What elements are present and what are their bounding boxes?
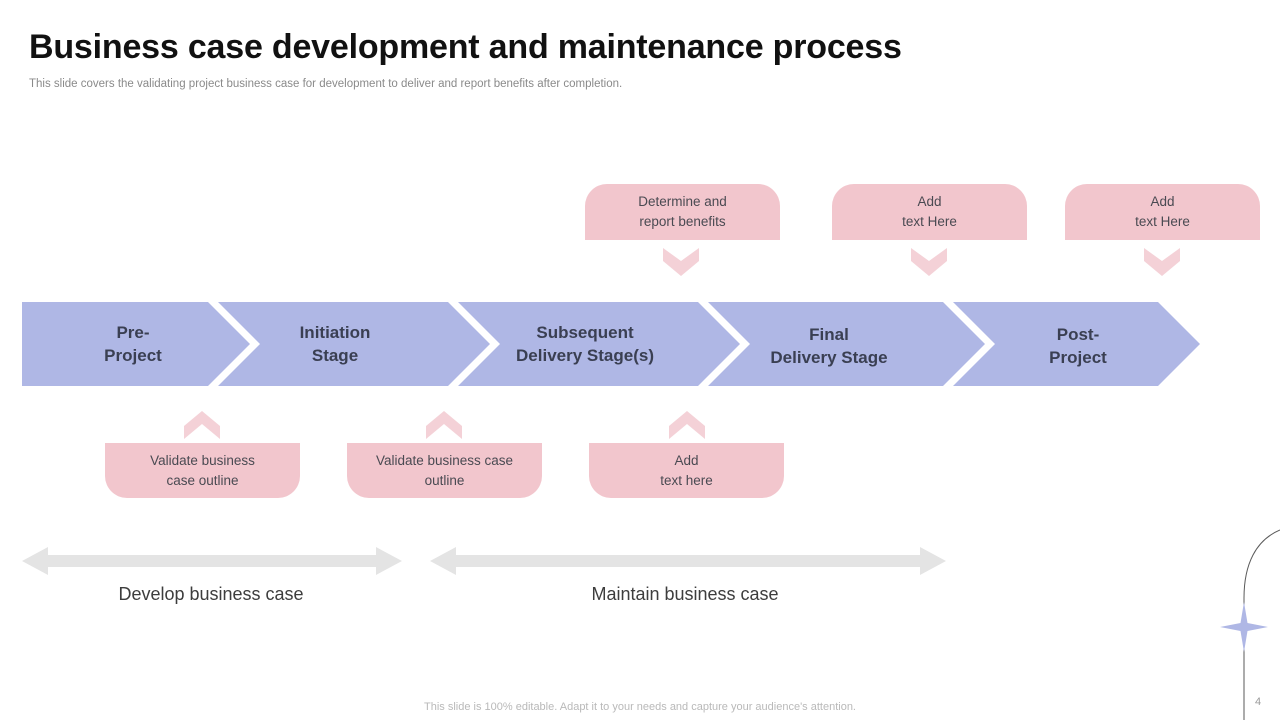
down-chevron-icon-2 — [911, 248, 947, 278]
stage-label-3-line2: Delivery Stage(s) — [516, 346, 654, 365]
up-chevron-icon-1 — [184, 409, 220, 439]
down-chevron-icon-3 — [1144, 248, 1180, 278]
stage-shape-1 — [22, 302, 250, 386]
phase-label-develop: Develop business case — [118, 584, 304, 604]
stage-label-2-line1: Initiation — [299, 323, 371, 342]
stage-shape-5 — [953, 302, 1200, 386]
process-stage-band — [22, 302, 1200, 386]
corner-decoration — [1200, 520, 1280, 720]
page-subtitle: This slide covers the validating project… — [29, 78, 623, 90]
bottom-callout-3-line1: Add — [674, 452, 699, 468]
stage-shape-3 — [458, 302, 740, 386]
stage-label-5: Post- Project — [1049, 323, 1107, 369]
top-callout-1-line2: report benefits — [639, 214, 726, 229]
up-chevron-icon-2 — [426, 409, 462, 439]
page-number: 4 — [1255, 696, 1262, 708]
top-callout-2-line2: text Here — [902, 214, 957, 229]
stage-shape-2 — [218, 302, 490, 386]
stage-label-4-line2: Delivery Stage — [770, 348, 888, 367]
top-callout-3[interactable]: Add text Here — [1065, 184, 1260, 240]
up-chevron-icon-3 — [669, 409, 705, 439]
bottom-callout-1-line2: case outline — [166, 472, 239, 488]
bottom-callout-3[interactable]: Add text here — [589, 443, 784, 498]
stage-label-4-line1: Final — [809, 325, 849, 344]
stage-label-5-line1: Post- — [1056, 325, 1100, 344]
page-title: Business case development and maintenanc… — [29, 28, 902, 66]
stage-label-2: Initiation Stage — [300, 321, 371, 367]
top-callout-1[interactable]: Determine and report benefits — [585, 184, 780, 240]
bottom-callout-2[interactable]: Validate business case outline — [347, 443, 542, 498]
bottom-callout-1-line1: Validate business — [150, 452, 255, 468]
top-callout-2[interactable]: Add text Here — [832, 184, 1027, 240]
bottom-callout-2-line1: Validate business case — [375, 452, 514, 468]
stage-shape-4 — [708, 302, 985, 386]
stage-label-5-line2: Project — [1049, 348, 1107, 367]
stage-label-2-line2: Stage — [311, 346, 359, 365]
stage-label-3: Subsequent Delivery Stage(s) — [516, 321, 654, 367]
footer-note: This slide is 100% editable. Adapt it to… — [424, 701, 856, 713]
bottom-callout-2-line2: outline — [424, 472, 465, 488]
down-chevron-icon-1 — [663, 248, 699, 278]
top-callout-3-line1: Add — [1150, 194, 1175, 209]
phase-arrow-develop-icon — [22, 545, 402, 577]
top-callout-2-line1: Add — [917, 194, 942, 209]
bottom-callout-1[interactable]: Validate business case outline — [105, 443, 300, 498]
stage-label-4: Final Delivery Stage — [770, 323, 887, 369]
stage-label-3-line1: Subsequent — [536, 323, 634, 342]
top-callout-1-line1: Determine and — [638, 194, 727, 209]
phase-arrow-maintain-icon — [430, 545, 946, 577]
bottom-callout-3-line2: text here — [660, 472, 713, 488]
top-callout-3-line2: text Here — [1135, 214, 1190, 229]
stage-label-1-line2: Project — [104, 346, 162, 365]
sparkle-icon — [1220, 602, 1268, 652]
stage-label-1: Pre- Project — [104, 321, 162, 367]
phase-label-maintain: Maintain business case — [591, 584, 779, 604]
stage-label-1-line1: Pre- — [116, 323, 150, 342]
